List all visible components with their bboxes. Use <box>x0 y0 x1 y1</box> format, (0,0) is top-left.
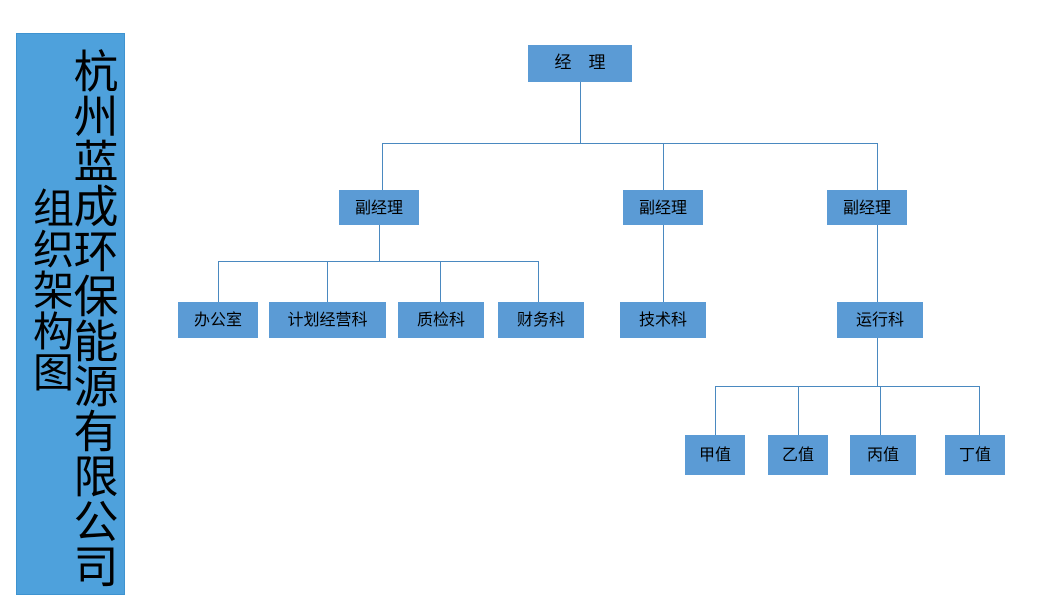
connector-to-shift-yi <box>798 386 799 435</box>
connector-to-planning <box>327 261 328 302</box>
node-planning-operations-dept[interactable]: 计划经营科 <box>269 302 386 338</box>
node-manager[interactable]: 经 理 <box>528 45 632 82</box>
node-shift-jia[interactable]: 甲值 <box>685 435 745 475</box>
company-name-vertical-text: 杭州蓝成环保能源有限公司 <box>65 48 119 588</box>
connector-to-deputy-3 <box>877 143 878 194</box>
chart-subtitle-vertical-text: 组织架构图 <box>25 187 74 392</box>
connector-to-office <box>218 261 219 302</box>
connector-to-deputy-1 <box>382 143 383 194</box>
connector-to-shift-ding <box>979 386 980 435</box>
node-finance-dept[interactable]: 财务科 <box>498 302 584 338</box>
node-shift-ding[interactable]: 丁值 <box>945 435 1005 475</box>
node-technology-dept[interactable]: 技术科 <box>620 302 706 338</box>
node-office[interactable]: 办公室 <box>178 302 258 338</box>
connector-to-shift-jia <box>715 386 716 435</box>
connector-to-shift-bing <box>880 386 881 435</box>
connector-root-stem <box>580 82 581 143</box>
connector-dept-bus <box>218 261 539 262</box>
node-shift-bing[interactable]: 丙值 <box>850 435 916 475</box>
connector-to-finance <box>538 261 539 302</box>
connector-deputy2-to-tech <box>663 225 664 302</box>
connector-to-quality <box>440 261 441 302</box>
connector-deputy3-to-ops <box>877 225 878 302</box>
title-banner: 杭州蓝成环保能源有限公司 组织架构图 <box>16 33 125 595</box>
node-deputy-manager-2[interactable]: 副经理 <box>623 190 703 225</box>
connector-to-deputy-2 <box>663 143 664 194</box>
node-deputy-manager-3[interactable]: 副经理 <box>827 190 907 225</box>
node-shift-yi[interactable]: 乙值 <box>768 435 828 475</box>
node-operations-dept[interactable]: 运行科 <box>837 302 923 338</box>
connector-deputy1-stem <box>379 225 380 261</box>
connector-shift-bus <box>715 386 980 387</box>
node-deputy-manager-1[interactable]: 副经理 <box>339 190 419 225</box>
connector-ops-stem <box>877 338 878 386</box>
node-quality-inspection-dept[interactable]: 质检科 <box>398 302 484 338</box>
connector-level1-bus <box>382 143 878 144</box>
